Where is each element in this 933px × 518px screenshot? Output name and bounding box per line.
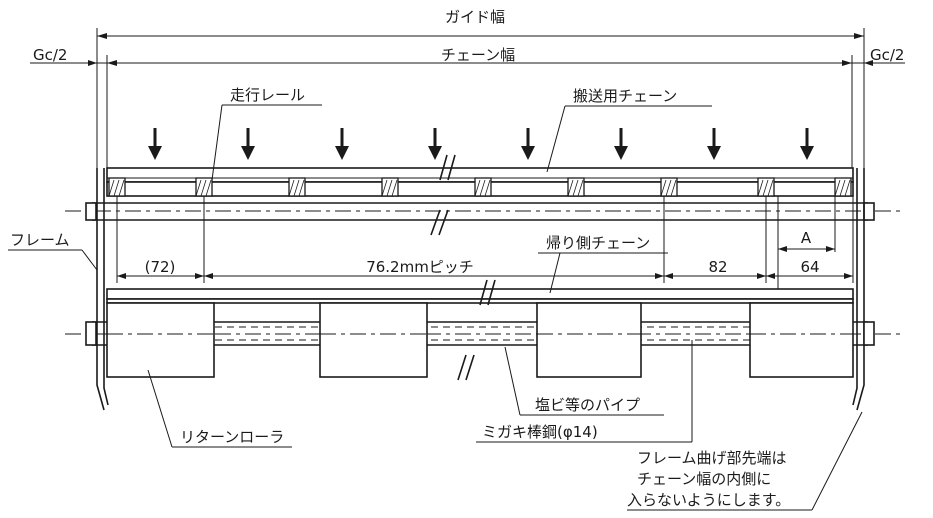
load-arrow-icon <box>614 128 628 160</box>
return-roller-4 <box>749 302 854 378</box>
return-roller-3 <box>536 302 642 378</box>
guide-width-label: ガイド幅 <box>445 8 505 26</box>
gc-right-label: Gc/2 <box>870 46 904 64</box>
dim-a-label: A <box>801 229 812 247</box>
note-line-3: 入らないようにします。 <box>627 491 790 509</box>
running-rail-label: 走行レール <box>230 86 305 104</box>
return-roller-2 <box>319 302 428 378</box>
dim-72-label: (72) <box>145 258 176 276</box>
load-arrow-icon <box>707 128 721 160</box>
return-roller-1 <box>106 302 215 378</box>
chain-width-dimension: チェーン幅 Gc/2 Gc/2 <box>30 46 905 170</box>
load-arrow-icon <box>800 128 814 160</box>
gc-left-label: Gc/2 <box>33 46 67 64</box>
load-arrow-icon <box>241 128 255 160</box>
load-arrow-icon <box>428 128 442 160</box>
return-chain <box>65 279 905 381</box>
frame-left <box>96 168 109 411</box>
callouts: 走行レール 搬送用チェーン フレーム 帰り側チェーン 塩ビ等のパイプ ミガキ棒鋼… <box>8 86 863 511</box>
frame-right <box>852 168 865 411</box>
note-line-1: フレーム曲げ部先端は <box>637 449 787 467</box>
dim-82-label: 82 <box>708 258 727 276</box>
steel-bar-label: ミガキ棒鋼(φ14) <box>482 423 598 441</box>
chain-width-label: チェーン幅 <box>441 46 515 64</box>
conveying-chain <box>65 154 905 236</box>
load-arrow-icon <box>335 128 349 160</box>
conveying-chain-label: 搬送用チェーン <box>573 87 677 105</box>
pvc-pipe-label: 塩ビ等のパイプ <box>535 396 640 414</box>
load-arrow-icon <box>148 128 162 160</box>
return-roller-label: リターンローラ <box>180 428 284 446</box>
dim-64-label: 64 <box>800 258 819 276</box>
note-line-2: チェーン幅の内側に <box>637 470 771 488</box>
return-chain-label: 帰り側チェーン <box>546 234 650 252</box>
load-arrows <box>148 128 814 160</box>
frame-label: フレーム <box>10 231 70 249</box>
pitch-label: 76.2mmピッチ <box>366 258 474 276</box>
load-arrow-icon <box>521 128 535 160</box>
pitch-dimension: (72) 76.2mmピッチ 82 64 <box>116 196 854 283</box>
guide-width-dimension: ガイド幅 <box>96 8 865 170</box>
dimension-a: A <box>777 196 836 290</box>
